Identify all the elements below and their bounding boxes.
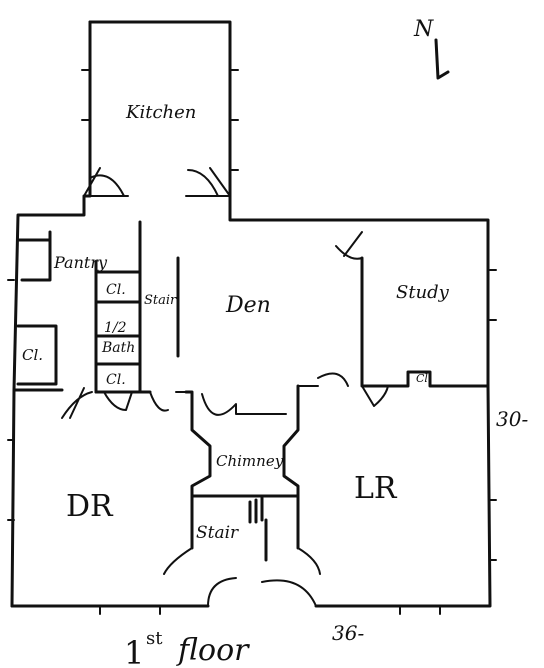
dimension-width: 36- xyxy=(332,621,364,645)
closet-pantry-label: Cl. xyxy=(106,282,126,298)
north-arrow-icon xyxy=(434,38,450,80)
pantry-walls xyxy=(16,220,142,394)
closet-west-label: Cl. xyxy=(22,346,43,364)
pantry-label: Pantry xyxy=(53,253,108,272)
study-label: Study xyxy=(396,282,450,303)
west-closet xyxy=(16,324,58,386)
compass-label: N xyxy=(413,17,434,42)
dimension-depth: 30- xyxy=(496,407,528,431)
closet-study-label: Cl. xyxy=(416,372,431,385)
half-bath-label: 1/2 xyxy=(104,320,127,336)
dr-label: DR xyxy=(66,489,114,524)
caption-floor-word: floor xyxy=(176,633,250,668)
stair-upper-label: Stair xyxy=(144,293,177,308)
kitchen-doors xyxy=(83,167,231,197)
closet-bath-label: Cl. xyxy=(106,372,126,388)
chimney-block xyxy=(184,384,300,498)
dining-north-wall xyxy=(12,387,187,419)
kitchen-label: Kitchen xyxy=(125,102,196,123)
chimney-label: Chimney xyxy=(216,452,284,470)
stair-lower-label: Stair xyxy=(196,523,239,543)
half-bath-word: Bath xyxy=(101,340,135,356)
lower-stair xyxy=(163,494,321,607)
caption-floor-number: 1 xyxy=(124,634,144,668)
study-walls xyxy=(297,231,390,407)
caption-floor-suffix: st xyxy=(146,628,163,649)
outer-walls xyxy=(7,20,497,615)
lr-label: LR xyxy=(354,471,398,506)
den-label: Den xyxy=(225,293,271,318)
